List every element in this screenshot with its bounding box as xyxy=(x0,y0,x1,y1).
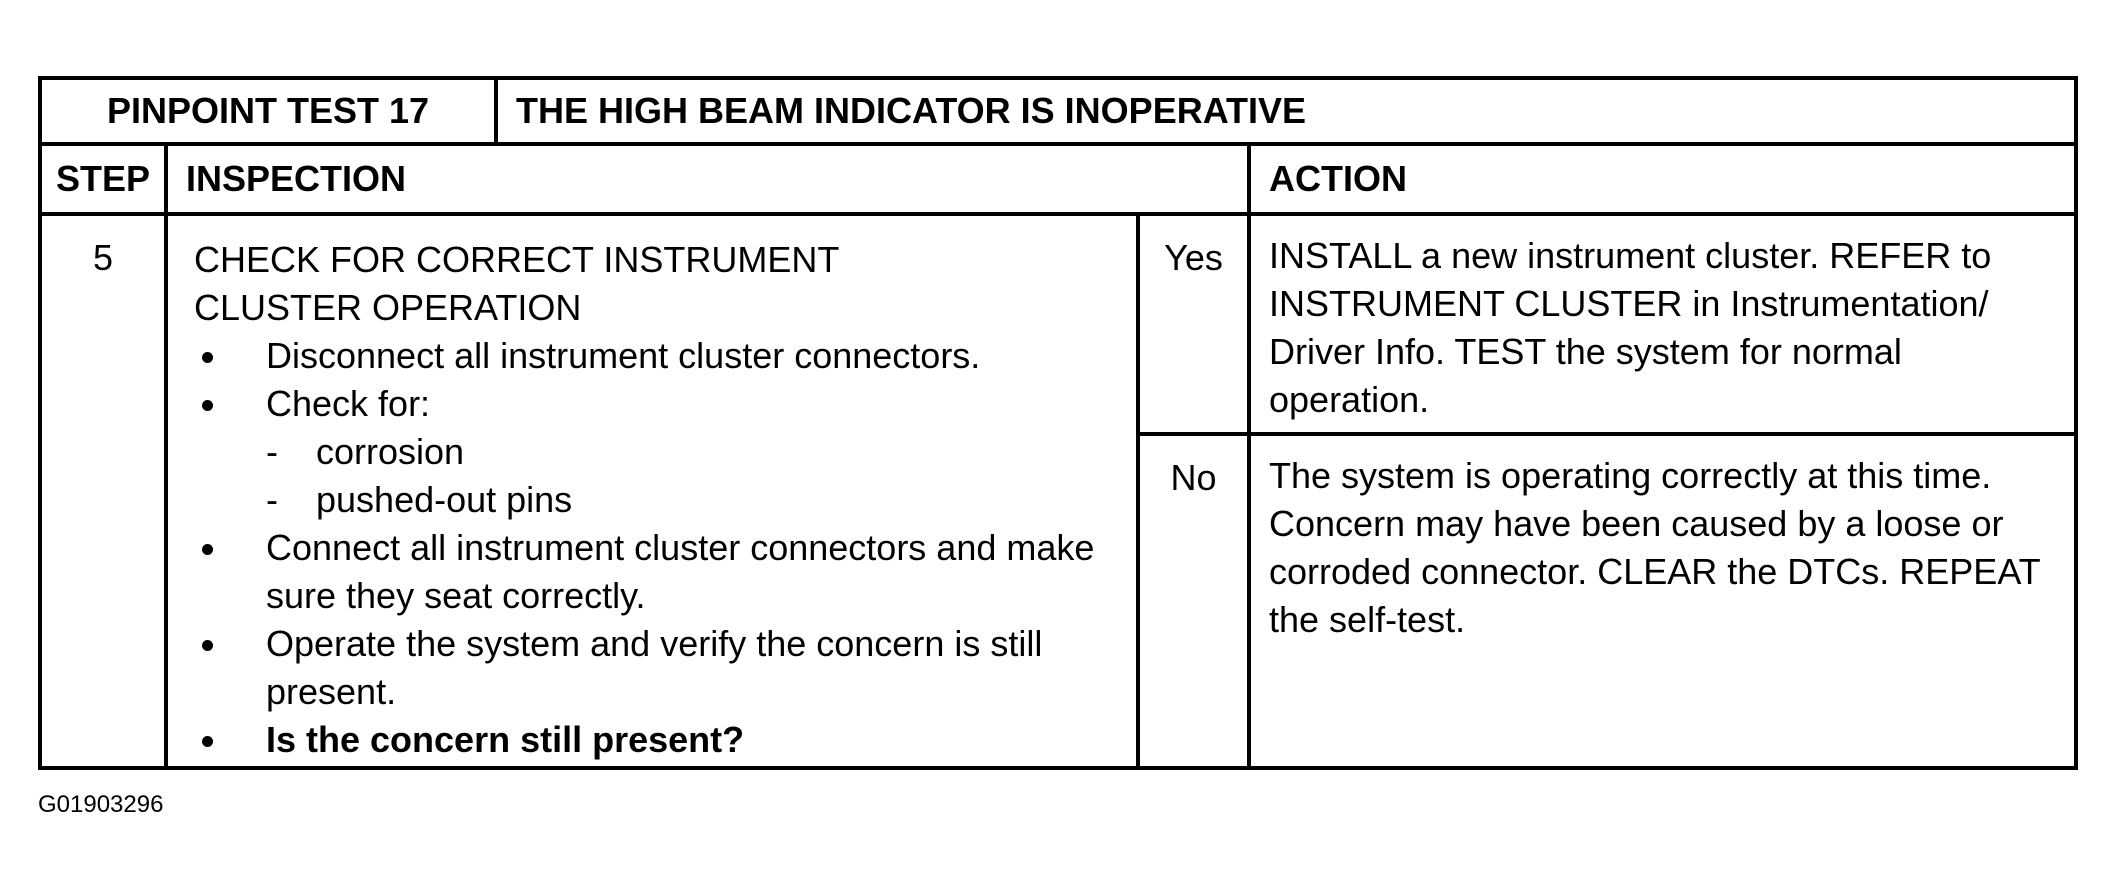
inspection-column-header: INSPECTION xyxy=(168,146,1251,212)
inspection-bullet: Operate the system and verify the concer… xyxy=(194,620,1128,716)
inspection-bullet: Disconnect all instrument cluster connec… xyxy=(194,332,1128,380)
inspection-heading-line-1: CHECK FOR CORRECT INSTRUMENT xyxy=(194,239,840,280)
step-row: 5 CHECK FOR CORRECT INSTRUMENT CLUSTER O… xyxy=(42,216,2074,766)
bullet-dot-icon xyxy=(202,400,213,411)
bullet-text: Connect all instrument cluster connector… xyxy=(266,527,1095,616)
step-column-header: STEP xyxy=(42,146,168,212)
bullet-dot-icon xyxy=(202,544,213,555)
result-no-row: No The system is operating correctly at … xyxy=(1140,436,2074,766)
figure-code: G01903296 xyxy=(38,791,164,818)
check-for-text: corrosion xyxy=(316,431,465,472)
inspection-heading-line-2: CLUSTER OPERATION xyxy=(194,287,582,328)
action-column-header: ACTION xyxy=(1269,158,1407,199)
title-row: PINPOINT TEST 17 THE HIGH BEAM INDICATOR… xyxy=(42,80,2074,146)
test-id-cell: PINPOINT TEST 17 xyxy=(42,80,498,142)
pinpoint-test-table: PINPOINT TEST 17 THE HIGH BEAM INDICATOR… xyxy=(38,76,2078,770)
bullet-dot-icon xyxy=(202,736,213,747)
result-yes-row: Yes INSTALL a new instrument cluster. RE… xyxy=(1140,216,2074,436)
test-title-cell: THE HIGH BEAM INDICATOR IS INOPERATIVE xyxy=(516,90,1307,131)
header-row: STEP INSPECTION ACTION xyxy=(42,146,2074,216)
inspection-bullet-list: Disconnect all instrument cluster connec… xyxy=(194,332,1128,764)
result-yes-label: Yes xyxy=(1140,216,1251,432)
result-no-label: No xyxy=(1140,436,1251,766)
check-for-item: - corrosion xyxy=(266,428,1128,476)
inspection-question: Is the concern still present? xyxy=(194,716,1128,764)
inspection-bullet: Connect all instrument cluster connector… xyxy=(194,524,1128,620)
check-for-item: - pushed-out pins xyxy=(266,476,1128,524)
step-number: 5 xyxy=(42,216,168,766)
result-yes-action: INSTALL a new instrument cluster. REFER … xyxy=(1269,235,1992,420)
check-for-list: - corrosion - pushed-out pins xyxy=(266,428,1128,524)
bullet-dot-icon xyxy=(202,640,213,651)
inspection-bullet: Check for: - corrosion - pushed-out pins xyxy=(194,380,1128,524)
dash-icon: - xyxy=(266,431,278,472)
bullet-text: Check for: xyxy=(266,383,431,424)
bullet-dot-icon xyxy=(202,352,213,363)
bullet-text: Disconnect all instrument cluster connec… xyxy=(266,335,981,376)
bullet-text: Operate the system and verify the concer… xyxy=(266,623,1043,712)
check-for-text: pushed-out pins xyxy=(316,479,573,520)
dash-icon: - xyxy=(266,479,278,520)
result-no-action: The system is operating correctly at thi… xyxy=(1269,455,2040,640)
inspection-cell: CHECK FOR CORRECT INSTRUMENT CLUSTER OPE… xyxy=(168,216,1140,766)
results-cell: Yes INSTALL a new instrument cluster. RE… xyxy=(1140,216,2074,766)
question-text: Is the concern still present? xyxy=(266,719,745,760)
